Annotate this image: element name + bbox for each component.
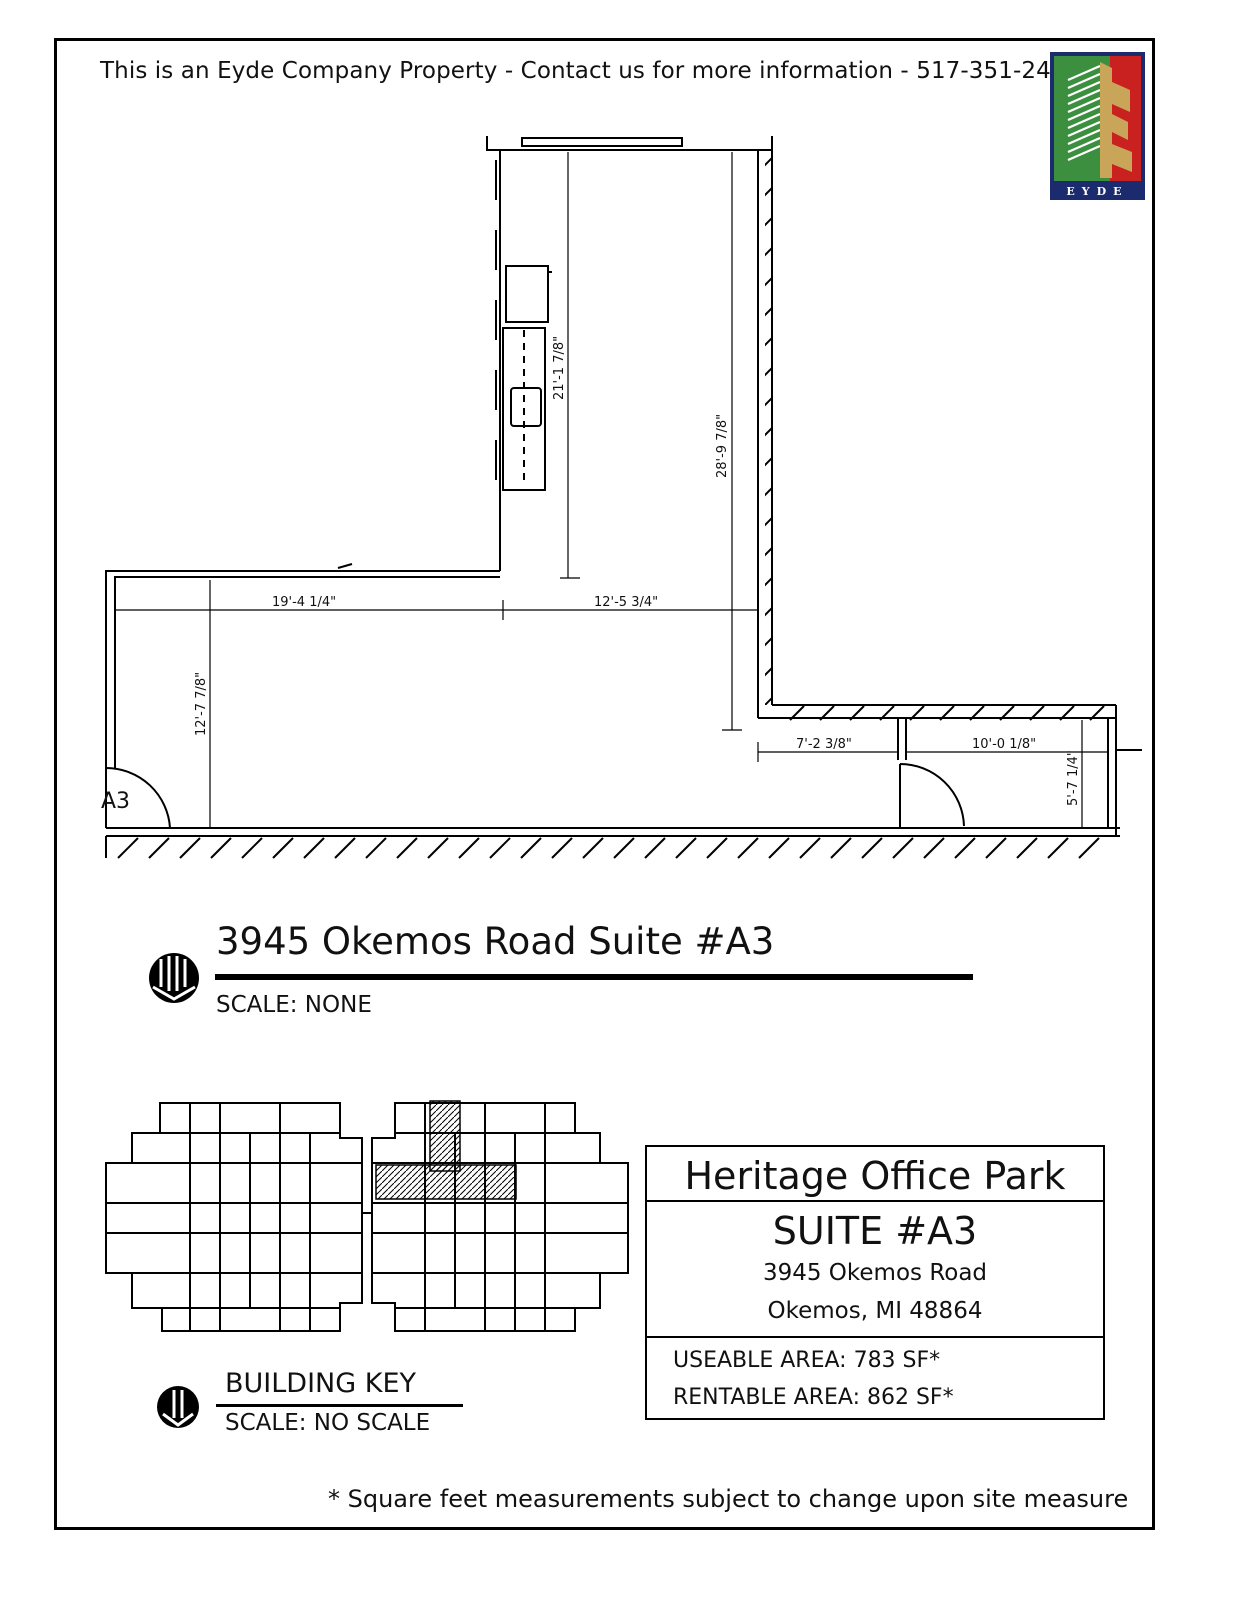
dim-text-1: 21'-1 7/8" xyxy=(552,336,567,400)
dim-text-6: 7'-2 3/8" xyxy=(796,737,852,752)
building-key-plan xyxy=(105,1100,629,1332)
wall-hatch-line xyxy=(892,837,914,859)
dim-text-7: 10'-0 1/8" xyxy=(972,737,1036,752)
wall-hatch-line xyxy=(969,705,985,721)
wall-hatch-line xyxy=(1059,705,1075,721)
drawing-scale: SCALE: NONE xyxy=(216,992,372,1018)
wall-hatch-line xyxy=(999,705,1015,721)
wall-hatch-line xyxy=(334,837,356,859)
floor-plan: 21'-1 7/8" 28'-9 7/8" 19'-4 1/4" 12'-5 3… xyxy=(101,136,1142,859)
footnote: * Square feet measurements subject to ch… xyxy=(328,1485,1129,1513)
dim-text-3: 19'-4 1/4" xyxy=(272,595,336,610)
wall-hatch-line xyxy=(613,837,635,859)
logo-text: EYDE xyxy=(1066,185,1128,198)
building-key-title: BUILDING KEY xyxy=(225,1368,417,1399)
park-name: Heritage Office Park xyxy=(647,1147,1103,1202)
wall-hatch-line xyxy=(148,837,170,859)
wall-hatch-line xyxy=(830,837,852,859)
wall-hatch-line xyxy=(909,705,925,721)
suite-number: SUITE #A3 xyxy=(772,1209,978,1253)
highlighted-suite xyxy=(375,1100,517,1200)
wall-hatch-line xyxy=(819,705,835,721)
rentable-area: RENTABLE AREA: 862 SF* xyxy=(673,1385,954,1410)
section-mark-icon xyxy=(149,953,199,1003)
wall-hatch-line xyxy=(1089,705,1105,721)
wall-hatch-line xyxy=(706,837,728,859)
wall-hatch-line xyxy=(939,705,955,721)
wall-hatch-line xyxy=(1016,837,1038,859)
dim-text-5: 12'-7 7/8" xyxy=(194,672,209,736)
wall-hatch-line xyxy=(458,837,480,859)
wall-hatch-line xyxy=(241,837,263,859)
wall-hatch-line xyxy=(954,837,976,859)
wall-hatch-line xyxy=(1029,705,1045,721)
dim-text-2: 28'-9 7/8" xyxy=(715,414,730,478)
wall-hatch-line xyxy=(923,837,945,859)
usable-area: USEABLE AREA: 783 SF* xyxy=(673,1348,941,1373)
wall-hatch-line xyxy=(644,837,666,859)
wall-hatch-line xyxy=(985,837,1007,859)
address-line-1: 3945 Okemos Road xyxy=(762,1260,988,1286)
address-line-2: Okemos, MI 48864 xyxy=(767,1298,983,1324)
wall-hatch-line xyxy=(879,705,895,721)
property-info-block: Heritage Office Park SUITE #A3 3945 Okem… xyxy=(645,1145,1105,1420)
wall-hatch-line xyxy=(861,837,883,859)
wall-hatch-line xyxy=(520,837,542,859)
wall-hatch-line xyxy=(179,837,201,859)
section-mark-icon xyxy=(157,1386,199,1428)
wall-hatch-line xyxy=(768,837,790,859)
info-divider xyxy=(647,1336,1103,1338)
wall-hatch-line xyxy=(117,837,139,859)
wall-hatch-line xyxy=(427,837,449,859)
wall-hatch-line xyxy=(849,705,865,721)
wall-hatch-line xyxy=(582,837,604,859)
wall-hatch-line xyxy=(799,837,821,859)
wall-hatch-line xyxy=(551,837,573,859)
wall-hatch-line xyxy=(789,705,805,721)
building-key-underline xyxy=(216,1404,463,1407)
dim-text-8: 5'-7 1/4" xyxy=(1066,750,1081,806)
wall-hatch-line xyxy=(1078,837,1100,859)
wall-hatch-line xyxy=(365,837,387,859)
wall-hatch-line xyxy=(489,837,511,859)
page-border xyxy=(54,38,1155,1530)
building-key-scale: SCALE: NO SCALE xyxy=(225,1410,431,1436)
drawing-title: 3945 Okemos Road Suite #A3 xyxy=(216,920,775,963)
title-underline xyxy=(215,974,973,980)
eyde-logo: EYDE xyxy=(1050,52,1145,200)
wall-hatch-line xyxy=(737,837,759,859)
wall-hatch-line xyxy=(396,837,418,859)
dim-text-4: 12'-5 3/4" xyxy=(594,595,658,610)
contact-notice: This is an Eyde Company Property - Conta… xyxy=(100,58,1081,84)
suite-label: A3 xyxy=(101,789,130,814)
wall-hatch-line xyxy=(303,837,325,859)
wall-hatch-line xyxy=(675,837,697,859)
wall-hatch-line xyxy=(210,837,232,859)
wall-hatch-line xyxy=(1047,837,1069,859)
wall-hatch-line xyxy=(272,837,294,859)
